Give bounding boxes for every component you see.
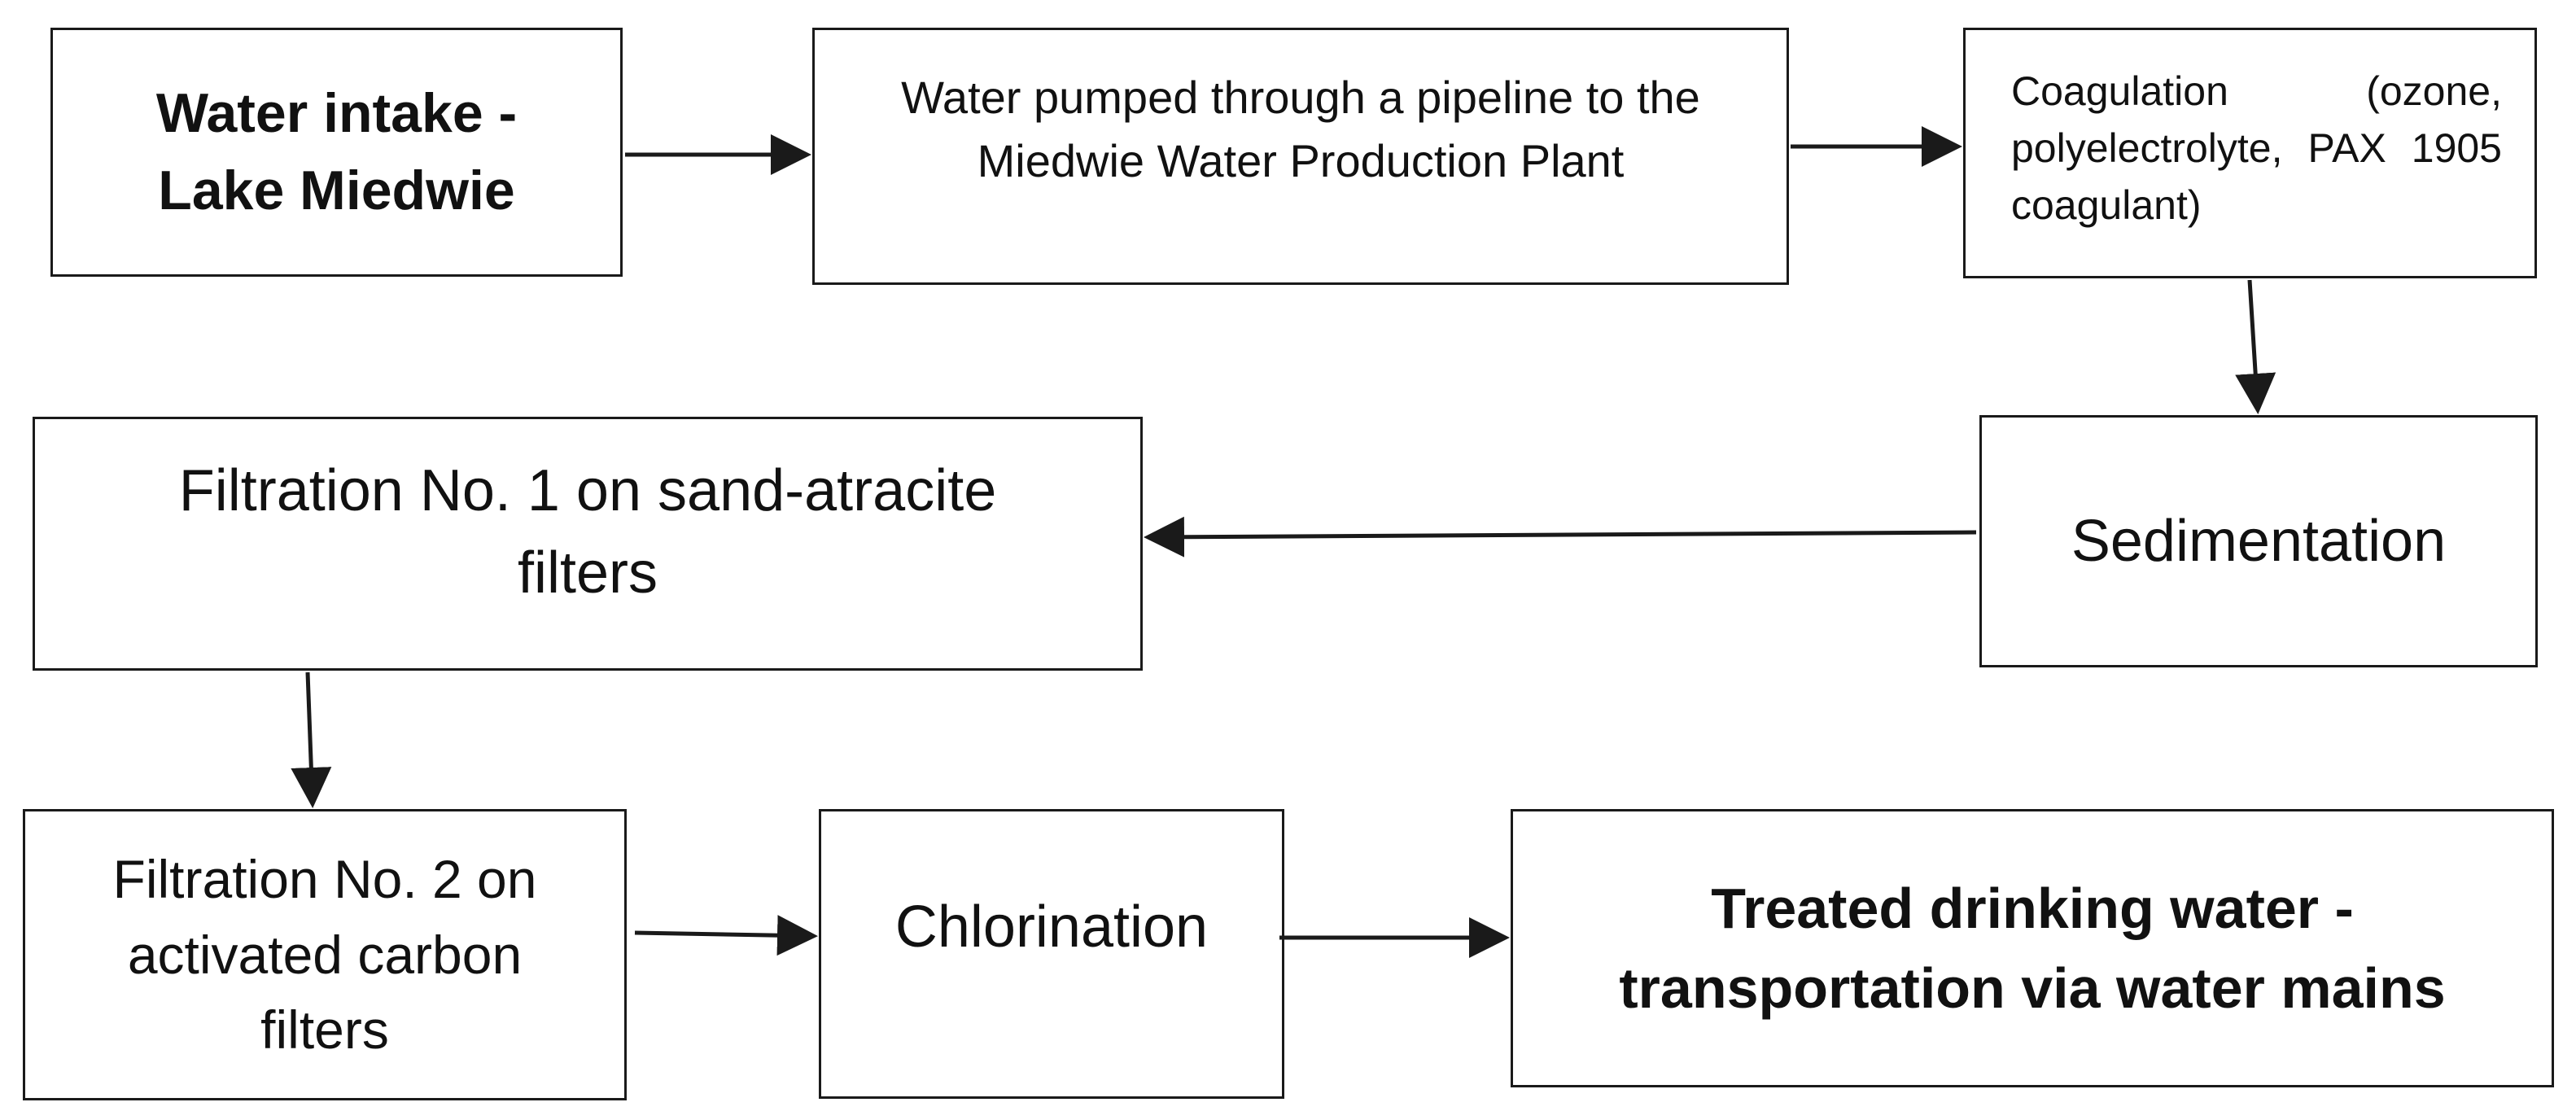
step-chlorination: Chlorination (819, 809, 1284, 1099)
step-sedimentation: Sedimentation (1979, 415, 2538, 667)
step-chlorination-label: Chlorination (894, 894, 1209, 960)
step-water-pumped: Water pumped through a pipeline to the M… (812, 28, 1789, 285)
step-coagulation-label: Coagulation (ozone, polyelectrolyte, PAX… (2011, 68, 2502, 228)
step-filtration-2: Filtration No. 2 on activated carbon fil… (23, 809, 627, 1100)
arrow-sedimentation-to-filtration-1 (1144, 516, 1977, 558)
step-filtration-1-label: Filtration No. 1 on sand-atracite filter… (178, 458, 997, 606)
step-filtration-2-label: Filtration No. 2 on activated carbon fil… (112, 849, 537, 1061)
arrow-coagulation-to-sedimentation (2235, 279, 2276, 414)
step-coagulation: Coagulation (ozone, polyelectrolyte, PAX… (1963, 28, 2537, 278)
arrow-filtration-2-to-chlorination (634, 915, 818, 956)
step-sedimentation-label: Sedimentation (2071, 508, 2447, 574)
step-treated-water: Treated drinking water - transportation … (1511, 809, 2554, 1087)
step-water-intake-label: Water intake - Lake Miedwie (155, 81, 518, 221)
step-treated-water-label: Treated drinking water - transportation … (1619, 877, 2446, 1020)
step-water-intake: Water intake - Lake Miedwie (50, 28, 623, 277)
arrow-filtration-1-to-filtration-2 (291, 671, 332, 808)
step-water-pumped-label: Water pumped through a pipeline to the M… (901, 72, 1700, 187)
step-filtration-1: Filtration No. 1 on sand-atracite filter… (33, 417, 1143, 671)
